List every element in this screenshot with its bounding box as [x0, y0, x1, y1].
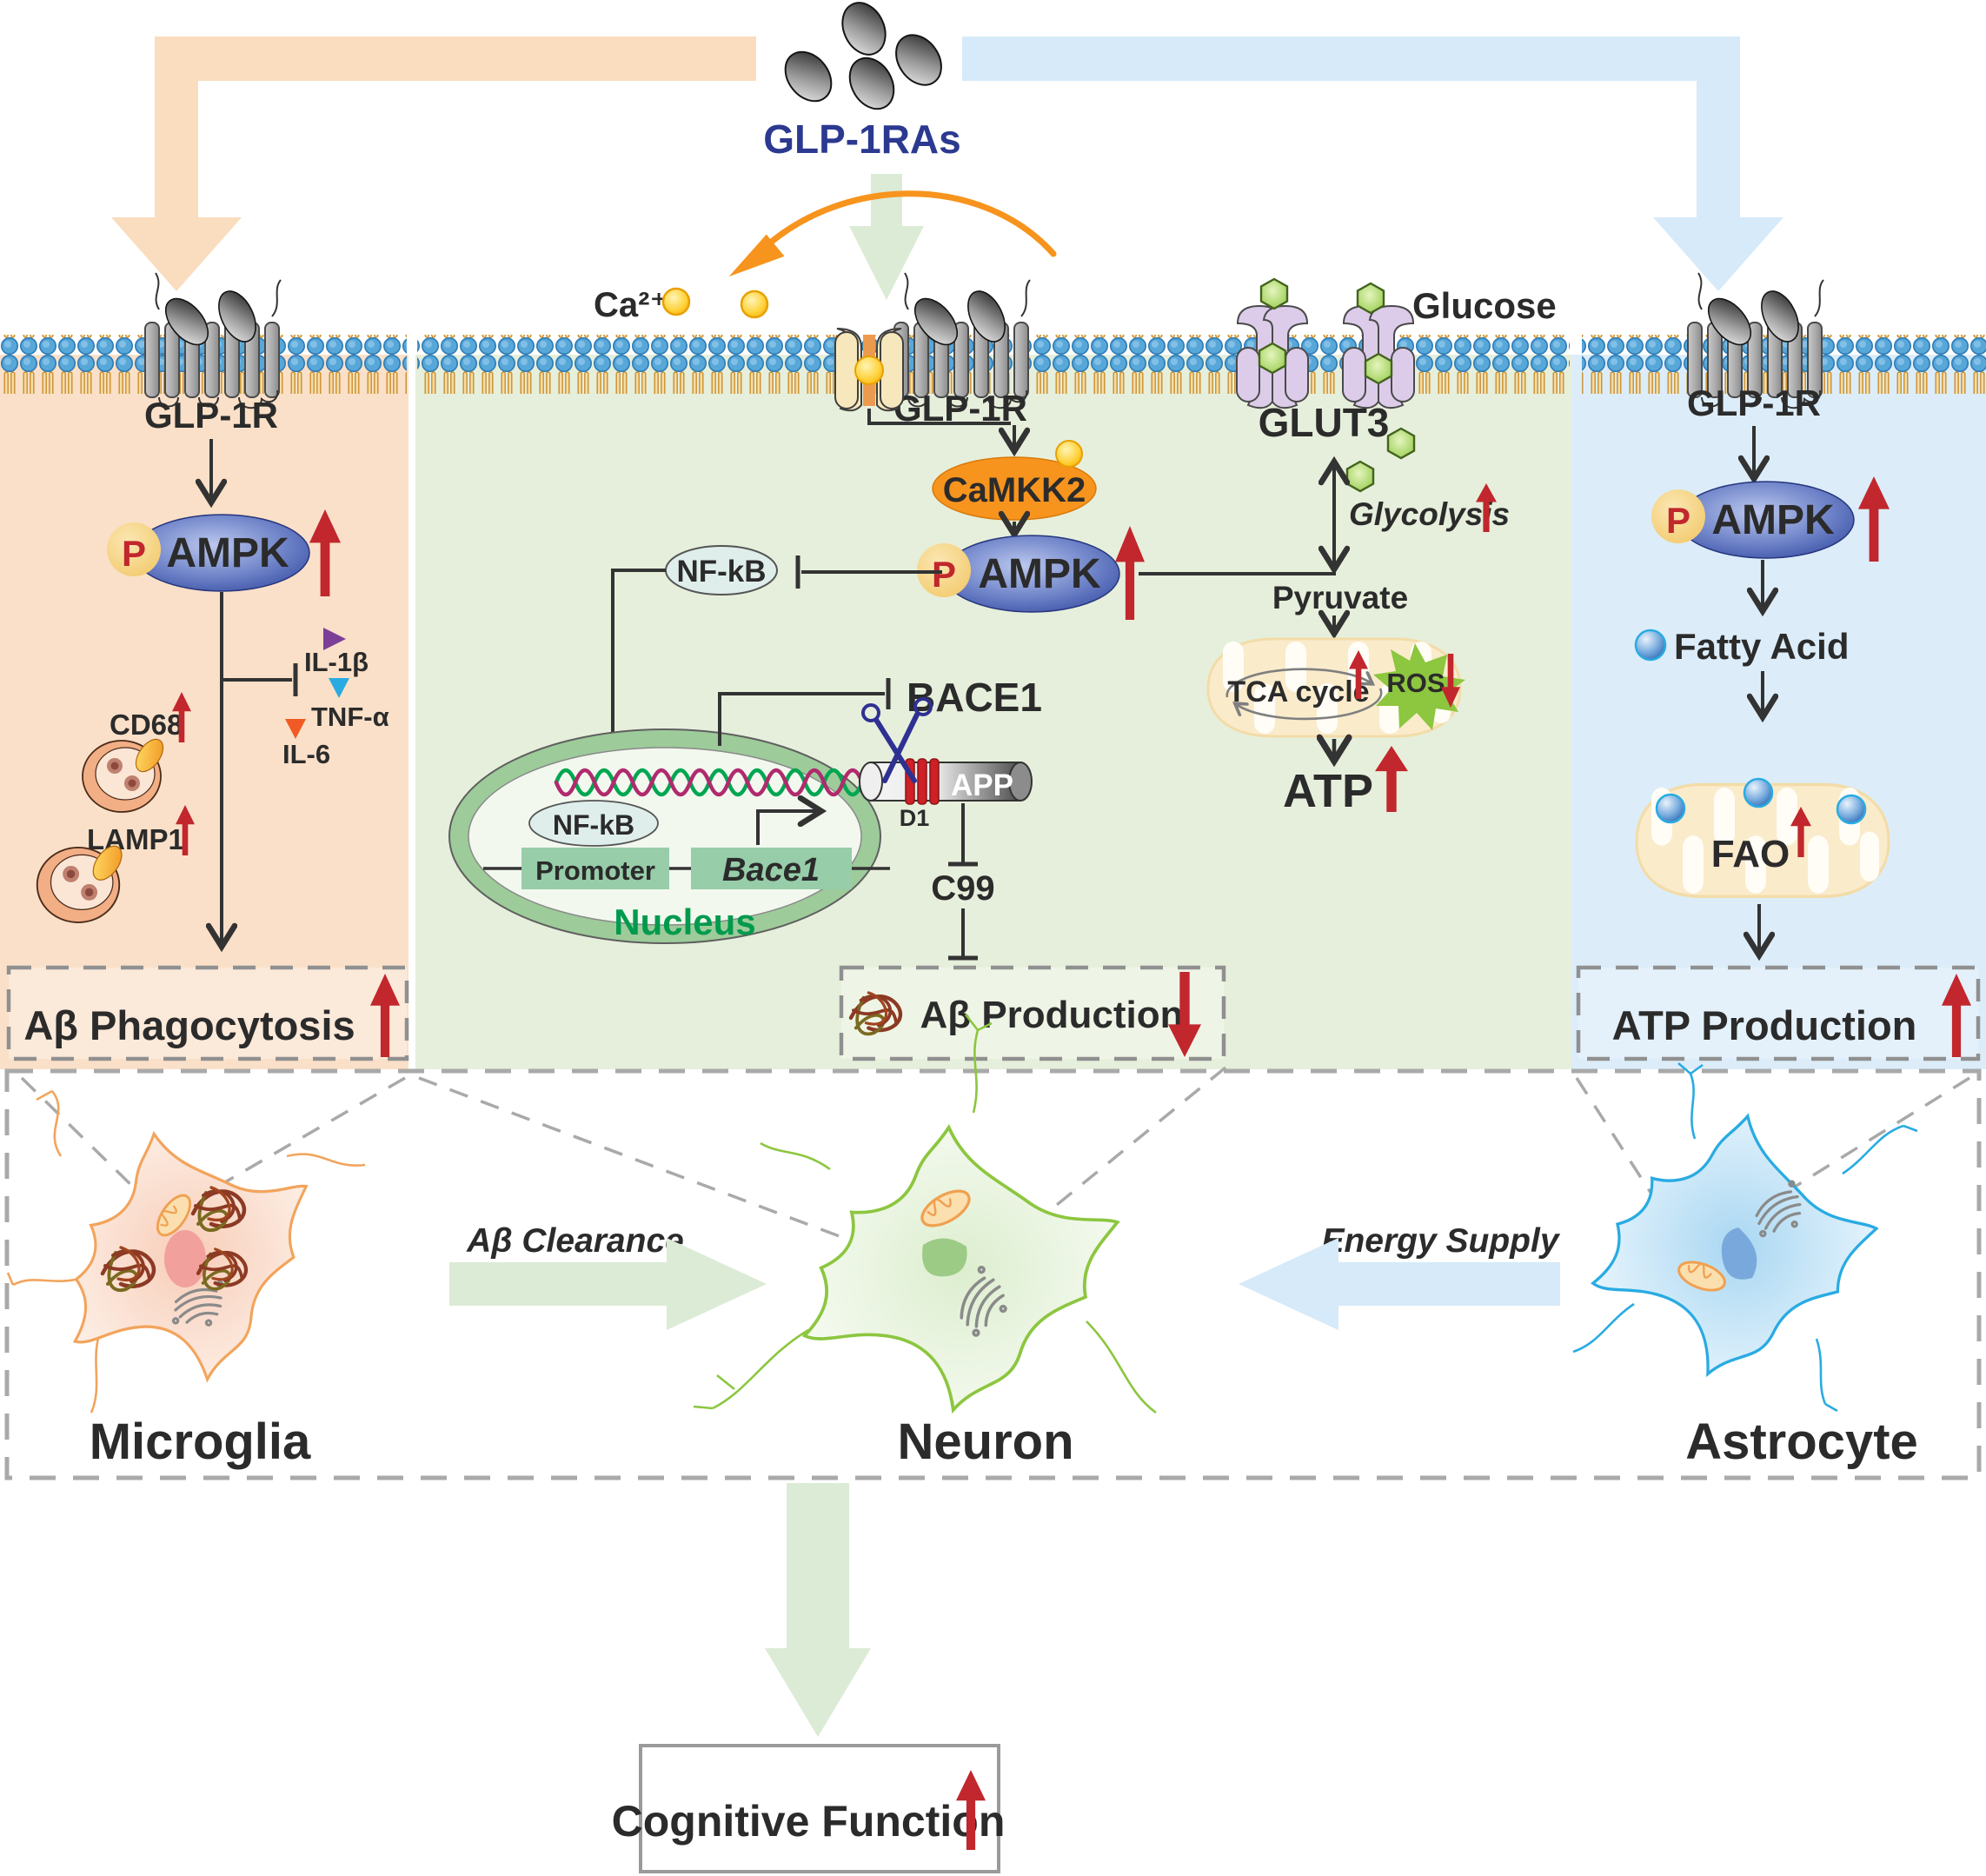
astrocyte-label: Astrocyte	[1685, 1414, 1918, 1470]
ros-label: ROS	[1386, 668, 1445, 698]
tnfa-label: TNF-α	[311, 702, 389, 732]
scissors-icon	[861, 697, 933, 783]
glycolysis-label: Glycolysis	[1349, 496, 1510, 532]
il6-triangle-icon	[285, 719, 306, 739]
astrocyte-panel-bg	[1571, 355, 1986, 1069]
microglia-panel-bg	[0, 355, 408, 1069]
app-label: APP	[951, 768, 1013, 802]
dna-helix-icon	[554, 768, 865, 797]
ros-star-icon	[1373, 643, 1465, 730]
calcium-ion-icon	[1055, 440, 1083, 468]
nucleus-label: Nucleus	[614, 901, 755, 942]
phagocytosis-box: Aβ Phagocytosis	[6, 965, 409, 1061]
ampk-label-right: AMPK	[1711, 497, 1835, 543]
calcium-label: Ca²⁺	[594, 286, 668, 324]
il1b-label: IL-1β	[304, 647, 369, 677]
calcium-ion-icon	[661, 287, 691, 316]
cytokine-inhibition-tbar	[222, 663, 298, 696]
glucose-icon	[1259, 277, 1289, 310]
glucose-icon	[1345, 460, 1375, 493]
channel-to-camkk2-line	[867, 409, 1011, 425]
phospho-label: P	[122, 533, 146, 574]
nfkb-nuclear-label: NF-kB	[553, 809, 634, 841]
calcium-ion-icon	[740, 289, 769, 319]
fatty-acid-icon	[1634, 629, 1667, 662]
fatty-acid-icon	[1655, 793, 1686, 824]
receptor-label-right: GLP-1R	[1687, 383, 1821, 423]
bace1-gene-label: Bace1	[722, 852, 820, 888]
glucose-label: Glucose	[1412, 285, 1557, 326]
to-microglia-arrow	[111, 37, 756, 291]
bace1-gene-box	[691, 848, 852, 889]
astrocyte-nucleus	[1721, 1227, 1757, 1280]
calcium-influx-arrow	[728, 190, 1057, 277]
receptor-label-left: GLP-1R	[144, 395, 278, 436]
app-to-c99-tbar	[948, 803, 978, 867]
phospho-label: P	[932, 554, 956, 595]
fao-label: FAO	[1711, 833, 1790, 875]
atp-label: ATP	[1283, 765, 1373, 817]
glucose-icon	[1356, 282, 1385, 315]
il6-label: IL-6	[282, 739, 330, 769]
app-cylinder-icon	[859, 758, 1033, 805]
cd68-label: CD68	[110, 708, 183, 741]
fatty-acid-icon	[1836, 794, 1867, 825]
microglia-cell-icon	[6, 1089, 366, 1414]
transcription-arrow	[756, 811, 819, 845]
nfkb-ellipse-nuclear	[528, 800, 659, 847]
c99-to-abeta-tbar	[948, 908, 978, 961]
cognitive-function-label: Cognitive Function	[612, 1797, 1006, 1846]
calcium-channel-icon	[834, 328, 904, 412]
bace1-inhibition-tbar	[718, 678, 891, 746]
atp-production-box: ATP Production	[1576, 965, 1981, 1061]
ampk-label-mid: AMPK	[978, 551, 1101, 597]
neuron-cell-icon	[693, 1014, 1157, 1422]
energy-supply-label: Energy Supply	[1321, 1222, 1560, 1260]
cognitive-function-box: Cognitive Function	[612, 1744, 1006, 1873]
fatty-acid-icon	[1743, 777, 1774, 808]
neuron-label: Neuron	[898, 1414, 1074, 1470]
microglia-label: Microglia	[90, 1414, 311, 1470]
glp1ra-pills-icon	[784, 2, 942, 110]
glut3-label: GLUT3	[1259, 400, 1390, 445]
abeta-production-label: Aβ Production	[920, 994, 1183, 1036]
promoter-box	[521, 848, 669, 889]
lamp1-label: LAMP1	[87, 823, 184, 855]
microglia-nucleus	[164, 1230, 206, 1287]
phospho-label: P	[1666, 500, 1690, 541]
camkk2-label: CaMKK2	[943, 471, 1086, 509]
brain-cells-region-box	[4, 1068, 1982, 1480]
il1b-triangle-icon	[323, 628, 346, 650]
neuron-nucleus	[922, 1238, 967, 1277]
astrocyte-cell-icon	[1572, 1062, 1918, 1413]
ampk-nfkb-tbar	[795, 555, 942, 589]
c99-label: C99	[931, 869, 994, 908]
atp-production-label: ATP Production	[1612, 1002, 1917, 1048]
to-neuron-arrow	[849, 174, 924, 300]
nucleus: NF-kB Promoter Bace1 Nucleus	[448, 728, 890, 944]
phagocytosis-label: Aβ Phagocytosis	[23, 1002, 355, 1048]
glucose-icon	[1258, 342, 1287, 375]
tnfa-triangle-icon	[329, 678, 349, 698]
ampk-label-left: AMPK	[166, 530, 289, 576]
d1-label: D1	[900, 805, 930, 831]
cognitive-outcome-arrow	[765, 1483, 871, 1737]
energy-supply-arrow	[1239, 1238, 1560, 1330]
glucose-icon	[1386, 427, 1416, 460]
fatty-acid-label: Fatty Acid	[1674, 626, 1849, 667]
abeta-production-box: Aβ Production	[839, 965, 1226, 1061]
glucose-icon	[1364, 352, 1393, 385]
promoter-label: Promoter	[535, 855, 655, 886]
pyruvate-label: Pyruvate	[1272, 580, 1408, 615]
tca-cycle-loop	[1225, 668, 1383, 721]
drug-label: GLP-1RAs	[763, 116, 960, 162]
abeta-clearance-arrow	[449, 1238, 767, 1330]
to-astrocyte-arrow	[962, 37, 1783, 291]
abeta-clearance-label: Aβ Clearance	[466, 1222, 684, 1260]
tca-label: TCA cycle	[1227, 675, 1369, 708]
nfkb-label: NF-kB	[676, 555, 766, 589]
